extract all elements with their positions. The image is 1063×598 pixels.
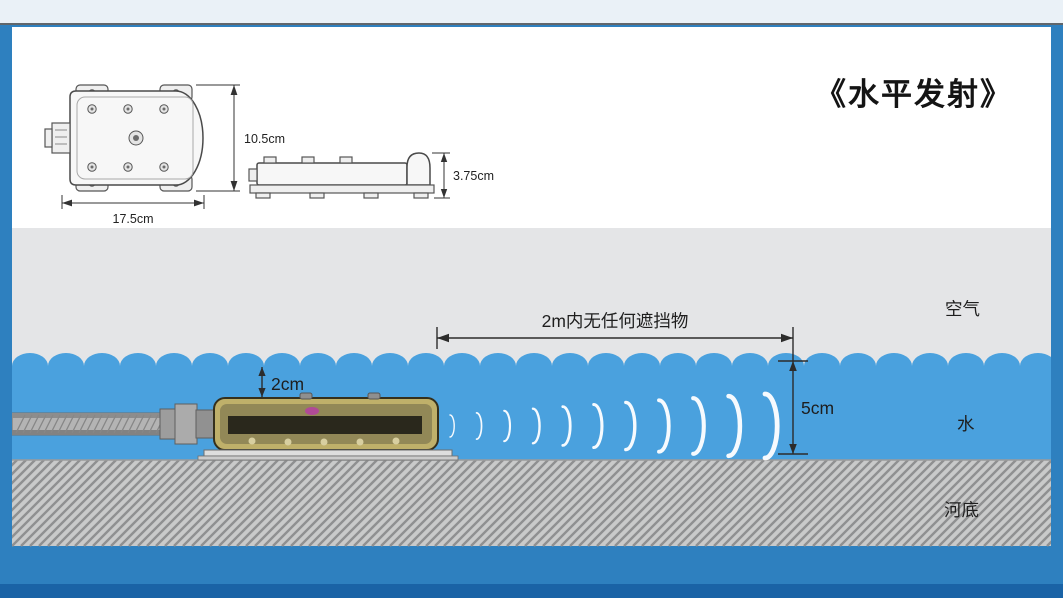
- submersion-label: 2cm: [271, 374, 304, 394]
- cable-stub: [44, 128, 53, 148]
- clearance-label: 2m内无任何遮挡物: [542, 311, 689, 331]
- dim-label-height: 10.5cm: [244, 132, 285, 146]
- riverbed-label: 河底: [944, 500, 979, 520]
- technical-drawings: 10.5cm 17.5cm: [44, 84, 494, 226]
- beam-height-label: 5cm: [801, 398, 834, 418]
- drawings-panel: 《水平发射》: [12, 27, 1051, 228]
- dim-submersion: 2cm: [258, 367, 304, 397]
- dim-top-view-height: 10.5cm: [196, 84, 285, 192]
- cable-connector: [51, 122, 71, 154]
- riverbed-hatch: [0, 459, 1063, 547]
- sensor-device: [11, 392, 459, 461]
- dim-clearance: 2m内无任何遮挡物: [436, 311, 794, 349]
- ultrasonic-waves: [449, 391, 780, 461]
- cable-gland: [159, 403, 217, 445]
- internal-pcb: [228, 416, 422, 434]
- water-label: 水: [957, 414, 975, 434]
- scene-svg: 2m内无任何遮挡物 5cm 2cm 空气 水 河底: [0, 228, 1063, 547]
- sensor-cable: [11, 412, 166, 436]
- installation-scene: 2m内无任何遮挡物 5cm 2cm 空气 水 河底: [0, 228, 1063, 560]
- device-body-inner-outline: [76, 96, 194, 180]
- dim-side-view-height: 3.75cm: [432, 152, 494, 199]
- mounting-plate: [197, 449, 459, 461]
- internal-component: [305, 407, 319, 415]
- base-plate: [249, 184, 435, 194]
- dim-label-width: 17.5cm: [113, 212, 154, 226]
- air-label: 空气: [945, 299, 980, 319]
- top-view-drawing: [44, 84, 204, 192]
- page-title: 《水平发射》: [815, 77, 1013, 112]
- dim-top-view-width: 17.5cm: [61, 195, 205, 226]
- connector-nub: [248, 168, 258, 182]
- device-body-side-view: [256, 162, 408, 186]
- screws: [87, 104, 169, 172]
- dim-label-side-height: 3.75cm: [453, 169, 494, 183]
- frame-top-strip: [0, 0, 1063, 25]
- frame-bottom-band: [0, 584, 1063, 598]
- top-screw: [367, 392, 381, 400]
- water-region: [12, 353, 1056, 460]
- transducer-dome: [406, 152, 431, 186]
- sensor-housing: [213, 392, 439, 451]
- dim-beam-height: 5cm: [778, 349, 834, 455]
- side-view-drawing: [248, 152, 435, 199]
- top-screw: [299, 392, 313, 400]
